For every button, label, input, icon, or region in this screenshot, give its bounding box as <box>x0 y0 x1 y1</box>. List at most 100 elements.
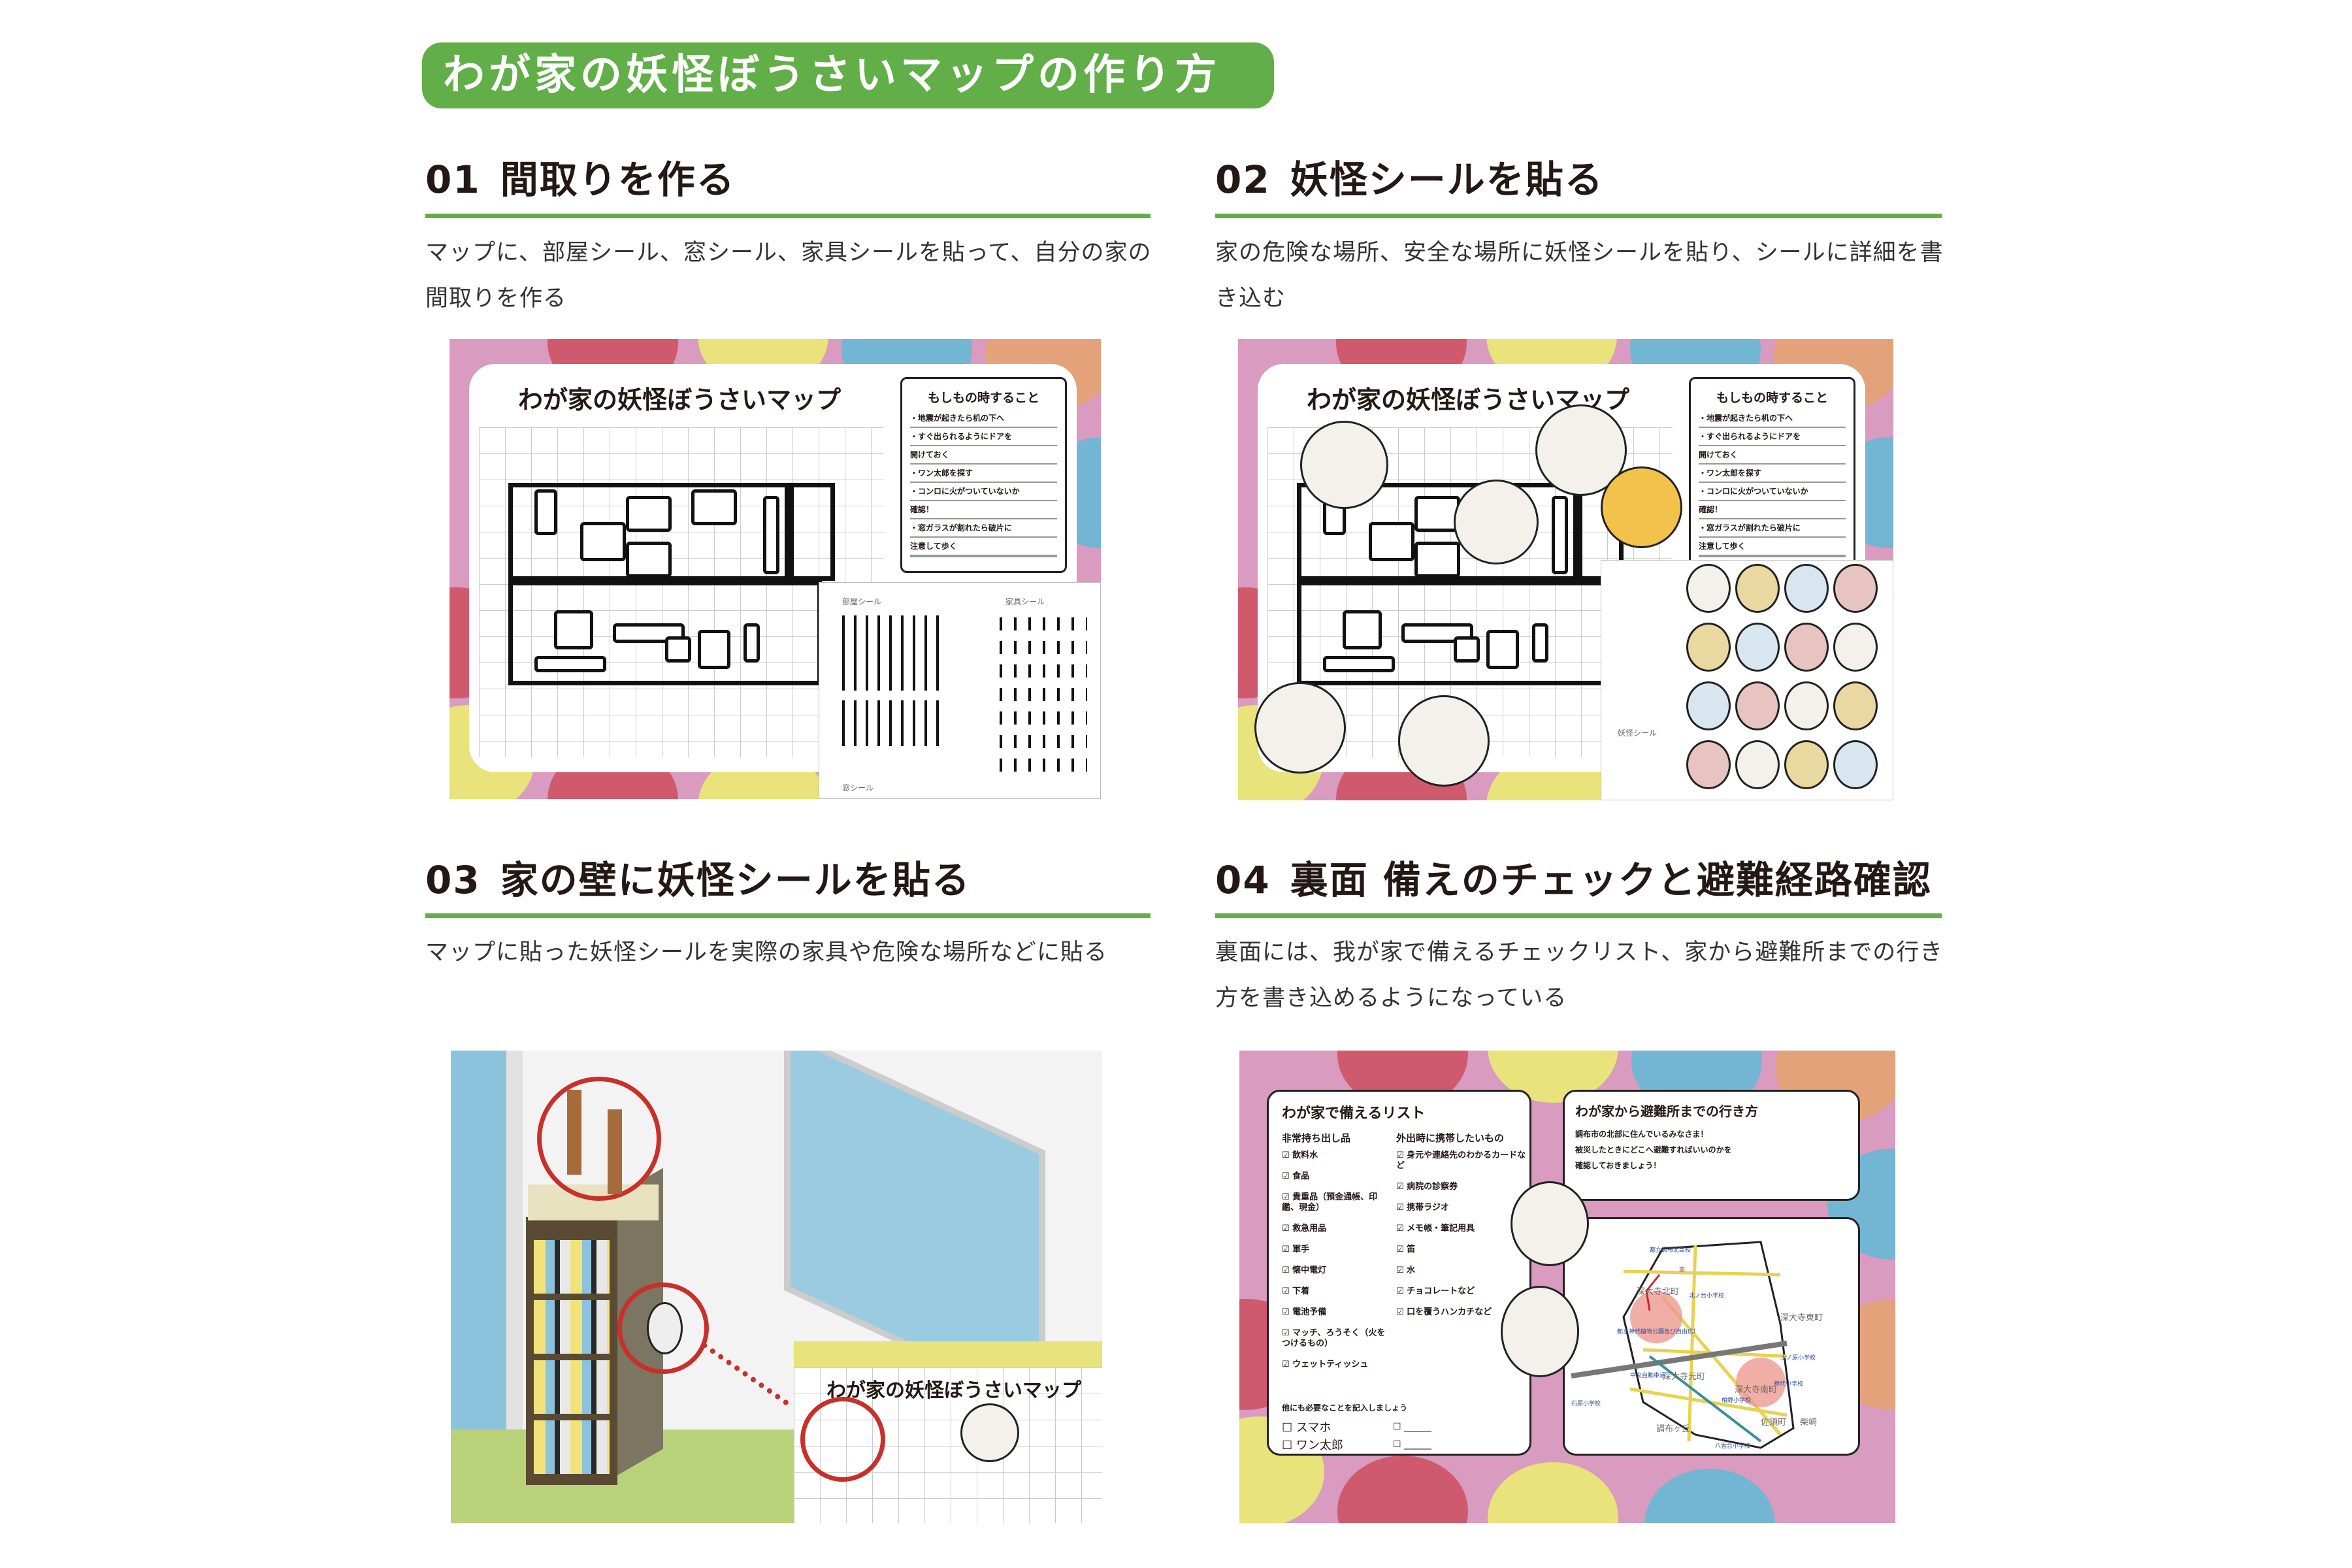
furniture <box>1532 623 1548 662</box>
todo-item: 注意して歩く <box>910 538 1057 556</box>
yokai-sticker <box>1686 681 1731 730</box>
furniture <box>763 496 779 574</box>
step-02-rule <box>1215 214 1942 218</box>
yokai-sticker <box>960 1403 1019 1462</box>
furniture <box>1454 636 1480 662</box>
furniture <box>1486 630 1519 669</box>
checklist-item: ☑ 軍手 <box>1282 1245 1310 1254</box>
todo-item: 開けておく <box>1699 446 1846 465</box>
yokai-sticker <box>1300 421 1388 509</box>
step-03-description: マップに貼った妖怪シールを実際の家具や危険な場所などに貼る <box>425 939 1108 966</box>
furniture <box>698 630 730 669</box>
evacuation-map: 深大寺北町深大寺東町深大寺元町深大寺南町調布ヶ丘佐須町柴崎都立神代植物公園及び自… <box>1563 1217 1860 1456</box>
yokai-sticker-sheet: 妖怪シール <box>1601 560 1893 800</box>
furniture-stickers <box>996 612 1087 776</box>
yokai-sticker <box>1784 623 1829 672</box>
books <box>534 1233 610 1475</box>
mini-map: わが家の妖怪ぼうさいマップ <box>794 1341 1102 1523</box>
furniture <box>534 489 557 535</box>
yokai-sticker-map-image: わが家の妖怪ぼうさいマップ もしもの時すること ・地震が起きたら机の下へ・すぐ出… <box>1238 339 1893 800</box>
floorplan-map-image: わが家の妖怪ぼうさいマップ もしもの時すること ・地震が起きたら机の下へ・すぐ出… <box>449 339 1101 799</box>
furniture <box>626 496 672 532</box>
checklist-item: ☑ ウェットティッシュ <box>1282 1360 1369 1369</box>
furniture <box>534 656 606 672</box>
bookshelf-front <box>526 1217 617 1485</box>
route-text: 被災したときにどこへ避難すればいいのかを <box>1575 1145 1732 1154</box>
background-blob <box>1337 1456 1468 1523</box>
yokai-sticker <box>1501 1286 1579 1377</box>
map-label: 深大寺東町 <box>1780 1313 1823 1323</box>
yokai-sticker <box>1454 480 1539 564</box>
todo-item: 注意して歩く <box>1699 538 1846 556</box>
yokai-sticker <box>1686 623 1731 672</box>
map-label: 柏野小学校 <box>1722 1397 1752 1404</box>
checklist-item: ☑ 飲料水 <box>1282 1151 1318 1160</box>
todo-panel: もしもの時すること ・地震が起きたら机の下へ・すぐ出られるようにドアを開けておく… <box>1689 377 1855 566</box>
map-label: 都立神代植物公園及び自由広場 <box>1617 1329 1695 1335</box>
checklist-item: ☑ 懐中電灯 <box>1282 1266 1327 1275</box>
map-roads <box>1571 1241 1795 1449</box>
todo-title: もしもの時すること <box>1716 391 1828 405</box>
room-furniture-sticker-sheet: 部屋シール 家具シール 窓シール <box>819 582 1101 799</box>
map-grid <box>479 427 884 757</box>
yokai-sticker <box>1784 564 1829 613</box>
page-title: わが家の妖怪ぼうさいマップの作り方 <box>422 42 1274 108</box>
yokai-sticker <box>1784 681 1829 730</box>
todo-item: ・ワン太郎を探す <box>1699 465 1846 483</box>
todo-item: ・地震が起きたら机の下へ <box>1699 410 1846 428</box>
todo-title: もしもの時すること <box>927 391 1039 405</box>
yokai-sticker <box>1398 695 1490 787</box>
checklist-item: ☑ マッチ、ろうそく（火をつけるもの） <box>1282 1328 1386 1348</box>
todo-item: 確認！ <box>910 501 1057 519</box>
step-04-rule <box>1215 913 1942 918</box>
dotted-connector <box>700 1341 790 1407</box>
back-side-image: わが家で備えるリスト 非常持ち出し品 外出時に携帯したいもの ☑ 飲料水☑ 食品… <box>1239 1051 1895 1523</box>
map-label: 中央自動車道 <box>1630 1373 1666 1379</box>
step-01-rule <box>425 214 1151 218</box>
col2-title: 外出時に携帯したいもの <box>1396 1132 1505 1144</box>
todo-item: 開けておく <box>910 446 1057 465</box>
map-label: 神代中学校 <box>1774 1381 1804 1388</box>
yokai-sticker <box>1735 623 1780 672</box>
handwritten-text: ワン太郎 <box>1296 1439 1343 1452</box>
step-03-rule <box>425 913 1151 918</box>
yokai-sticker <box>1784 740 1829 789</box>
yokai-sticker <box>1833 681 1878 730</box>
furniture <box>580 522 626 561</box>
highlight-circle <box>617 1282 709 1374</box>
todo-item: ・コンロに火がついていないか <box>910 483 1057 501</box>
yokai-sticker <box>1735 740 1780 789</box>
yokai-sticker <box>1735 681 1780 730</box>
room-wall <box>789 483 835 581</box>
furniture <box>626 542 672 578</box>
blank-checkbox: ☐ ______ <box>1393 1422 1432 1432</box>
furniture <box>1414 496 1460 532</box>
map-label: 北ノ台小学校 <box>1689 1293 1725 1299</box>
step-number: 02 <box>1215 157 1271 202</box>
highlight-circle <box>800 1397 885 1482</box>
furniture <box>1343 610 1382 649</box>
yokai-sticker <box>647 1302 683 1354</box>
yokai-sticker <box>1686 564 1731 613</box>
window-sticker-label: 窓シール <box>842 783 874 792</box>
todo-item: ・窓ガラスが割れたら破片に <box>910 519 1057 538</box>
map-label: 八雲台小学校 <box>1715 1443 1751 1450</box>
todo-list: ・地震が起きたら机の下へ・すぐ出られるようにドアを開けておく・ワン太郎を探す・コ… <box>1699 410 1846 557</box>
map-label: 深大寺元町 <box>1663 1372 1706 1382</box>
checklist-item: ☑ 水 <box>1396 1266 1416 1275</box>
furniture <box>554 610 593 649</box>
checklist-card: わが家で備えるリスト 非常持ち出し品 外出時に携帯したいもの ☑ 飲料水☑ 食品… <box>1267 1090 1531 1456</box>
yokai-sticker <box>1254 682 1346 774</box>
furniture <box>691 489 737 525</box>
furniture-sticker-shapes <box>996 612 1087 776</box>
highlight-circle <box>537 1077 661 1201</box>
todo-item: ・ワン太郎を探す <box>910 465 1057 483</box>
map-label: 深大寺南町 <box>1735 1385 1778 1395</box>
step-title: 間取りを作る <box>500 157 736 202</box>
furniture-sticker-label: 家具シール <box>1005 597 1045 606</box>
yokai-sticker <box>1686 740 1731 789</box>
todo-item: ・地震が起きたら机の下へ <box>910 410 1057 428</box>
furniture <box>1552 496 1568 574</box>
